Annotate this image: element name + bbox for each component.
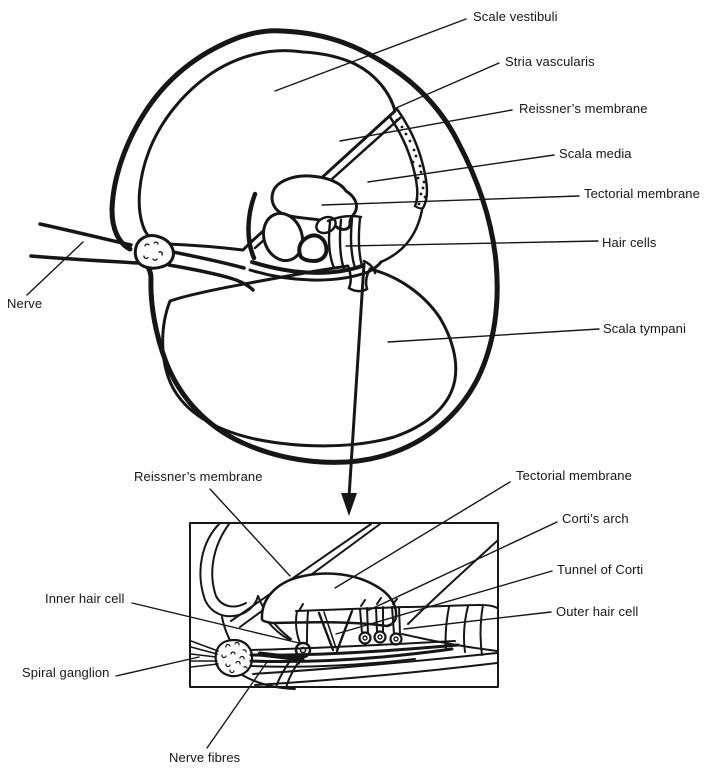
inset-zoom-arrow [341,262,366,516]
inset-box [189,522,499,688]
leader-scale-vestibuli [274,18,467,92]
label-reissners-membrane-inset: Reissner’s membrane [134,469,263,484]
leader-stria-vascularis [395,62,500,109]
leader-reissners-membrane [339,109,513,142]
stria-dots [388,110,427,206]
label-spiral-ganglion: Spiral ganglion [22,665,110,680]
leader-hair-cells [345,240,599,247]
leader-tectorial-membrane [321,195,580,206]
stria-vascularis-band [388,107,429,210]
label-inner-hair-cell: Inner hair cell [45,591,125,606]
leader-nerve-fibres [206,661,268,749]
inset-outer-hair-cells [358,597,403,646]
label-stria-vascularis: Stria vascularis [505,54,595,69]
inset-nerve-fibres [190,640,460,668]
leader-inner-hair-cell [131,602,300,644]
organ-of-corti-cluster [246,191,383,282]
leader-cortis-arch [366,521,558,612]
label-nerve: Nerve [7,296,43,311]
label-tunnel-of-corti: Tunnel of Corti [557,562,644,577]
leader-nerve [26,241,84,296]
label-outer-hair-cell: Outer hair cell [556,604,639,619]
leader-tunnel-of-corti [335,570,553,635]
label-nerve-fibres: Nerve fibres [169,750,241,765]
ganglion-stipple [143,241,163,261]
leader-inset-tectorial [334,481,511,589]
leader-scala-media [367,154,555,183]
inner-sulcus-oval [261,211,305,263]
inset-leader-lines [115,481,558,749]
label-scala-tympani: Scala tympani [603,321,686,336]
label-tectorial-membrane-inset: Tectorial membrane [516,468,632,483]
leader-inset-reissners [209,488,291,577]
inset-organ-of-corti [189,522,499,690]
outer-wall [109,28,500,465]
inset-ganglion-stipple [221,641,248,674]
label-cortis-arch: Corti’s arch [562,511,629,526]
nerve-trunk [29,222,255,292]
tunnel-shape [297,233,329,263]
main-leader-lines [26,18,600,343]
label-tectorial-membrane-main: Tectorial membrane [584,186,700,201]
label-hair-cells: Hair cells [602,235,657,250]
inset-spiral-ganglion [214,638,254,678]
leader-spiral-ganglion [115,656,200,677]
spiral-ganglion-bump [133,234,175,270]
label-scala-media: Scala media [559,146,632,161]
outer-sulcus-wall [379,208,424,264]
leader-outer-hair-cell [403,611,552,630]
label-scale-vestibuli: Scale vestibuli [473,9,558,24]
main-cochlea-diagram [29,28,500,516]
label-reissners-membrane-main: Reissner’s membrane [519,101,648,116]
inset-right-structures [401,540,498,656]
leader-scala-tympani [387,328,600,343]
